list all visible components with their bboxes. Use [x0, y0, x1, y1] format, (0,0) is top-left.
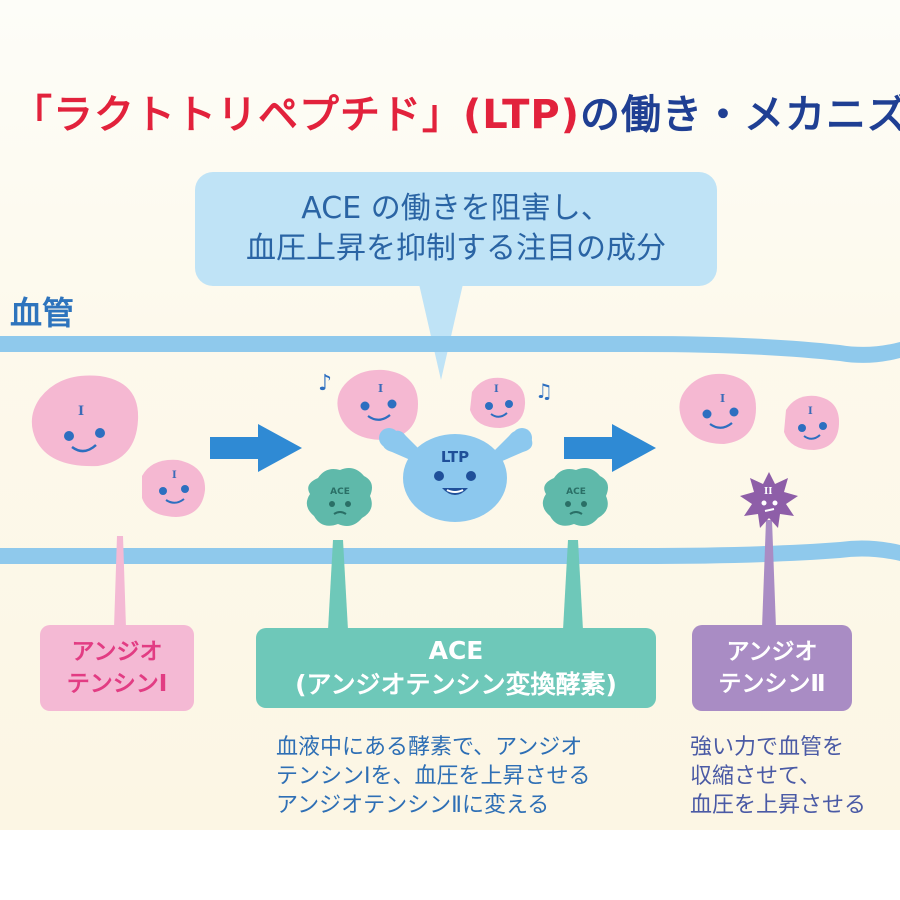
ace-enzyme-left: ACE [306, 468, 372, 526]
arrow-conversion-1 [210, 424, 302, 472]
angiotensin1-label-line-1: アンジオ [71, 639, 163, 665]
ltp-label: LTP [441, 448, 469, 466]
ace-description-line: アンジオテンシンⅡに変える [276, 793, 550, 818]
angiotensin1-mark: I [78, 404, 84, 419]
ace-description-line: テンシンⅠを、血圧を上昇させる [276, 764, 591, 789]
ace-label-line-1: ACE [428, 636, 484, 665]
title-ltp-part: 「ラクトトリペプチド」(LTP) [12, 92, 581, 138]
vessel-wall-bottom [0, 540, 900, 564]
ace-enzyme-right: ACE [542, 468, 608, 526]
ace-label-box: ACE (アンジオテンシン変換酵素) [256, 628, 656, 708]
angiotensin2-label-box: アンジオ テンシンⅡ [692, 625, 852, 711]
angiotensin1-mark: I [494, 384, 499, 395]
angiotensin2-description: 強い力で血管を 収縮させて、 血圧を上昇させる [690, 733, 866, 820]
page-title: 「ラクトトリペプチド」(LTP)の働き・メカニズム [12, 82, 900, 140]
angiotensin1-blocked-large: I [337, 369, 418, 440]
speech-bubble-line-2: 血圧上昇を抑制する注目の成分 [246, 231, 666, 266]
angiotensin1-mark: I [172, 470, 177, 481]
angiotensin2-description-line: 血圧を上昇させる [690, 793, 867, 818]
angiotensin2-description-line: 強い力で血管を [690, 735, 845, 760]
arrow-conversion-2 [564, 424, 656, 472]
title-mechanism-part: の働き・メカニズム [580, 92, 900, 138]
vessel-wall-top [0, 336, 900, 363]
angiotensin2-molecule: II [740, 472, 798, 528]
pointer-angiotensin1 [114, 536, 126, 628]
ace-description-line: 血液中にある酵素で、アンジオ [276, 735, 583, 760]
angiotensin1-label-line-2: テンシンⅠ [66, 671, 168, 697]
angiotensin2-label-line-1: アンジオ [726, 639, 818, 665]
angiotensin2-label-line-2: テンシンⅡ [718, 671, 826, 697]
ace-label-line-2: (アンジオテンシン変換酵素) [295, 670, 617, 699]
vessel-label: 血管 [10, 294, 75, 332]
speech-bubble: ACE の働きを阻害し、 血圧上昇を抑制する注目の成分 [195, 172, 717, 286]
angiotensin1-mark: I [378, 382, 383, 395]
music-note-right: ♫ [535, 379, 553, 403]
pointer-ace-right [563, 540, 583, 630]
pointer-ace-left [328, 540, 348, 630]
angiotensin2-description-line: 収縮させて、 [690, 764, 821, 789]
speech-bubble-line-1: ACE の働きを阻害し、 [301, 191, 611, 226]
blood-vessel-scene: I I ♪ ♫ I I [0, 336, 900, 630]
angiotensin1-mark: I [808, 406, 813, 417]
angiotensin1-small: I [142, 459, 206, 517]
angiotensin1-mark: I [720, 392, 725, 405]
angiotensin1-right-small: I [784, 395, 840, 450]
music-note-left: ♪ [318, 371, 332, 396]
angiotensin1-label-box: アンジオ テンシンⅠ [40, 625, 194, 711]
pointer-angiotensin2 [762, 520, 776, 628]
angiotensin1-blocked-small: I [470, 377, 526, 428]
ace-enzyme-label: ACE [330, 487, 350, 497]
ltp-character: LTP [379, 428, 533, 522]
angiotensin2-mark: II [764, 487, 772, 497]
diagram-canvas: 「ラクトトリペプチド」(LTP)の働き・メカニズム ACE の働きを阻害し、 血… [0, 0, 900, 830]
angiotensin1-large: I [31, 375, 139, 467]
ace-enzyme-label: ACE [566, 487, 586, 497]
angiotensin1-right-large: I [679, 373, 756, 444]
ace-description: 血液中にある酵素で、アンジオ テンシンⅠを、血圧を上昇させる アンジオテンシンⅡ… [276, 733, 591, 820]
speech-bubble-tail [419, 284, 463, 380]
